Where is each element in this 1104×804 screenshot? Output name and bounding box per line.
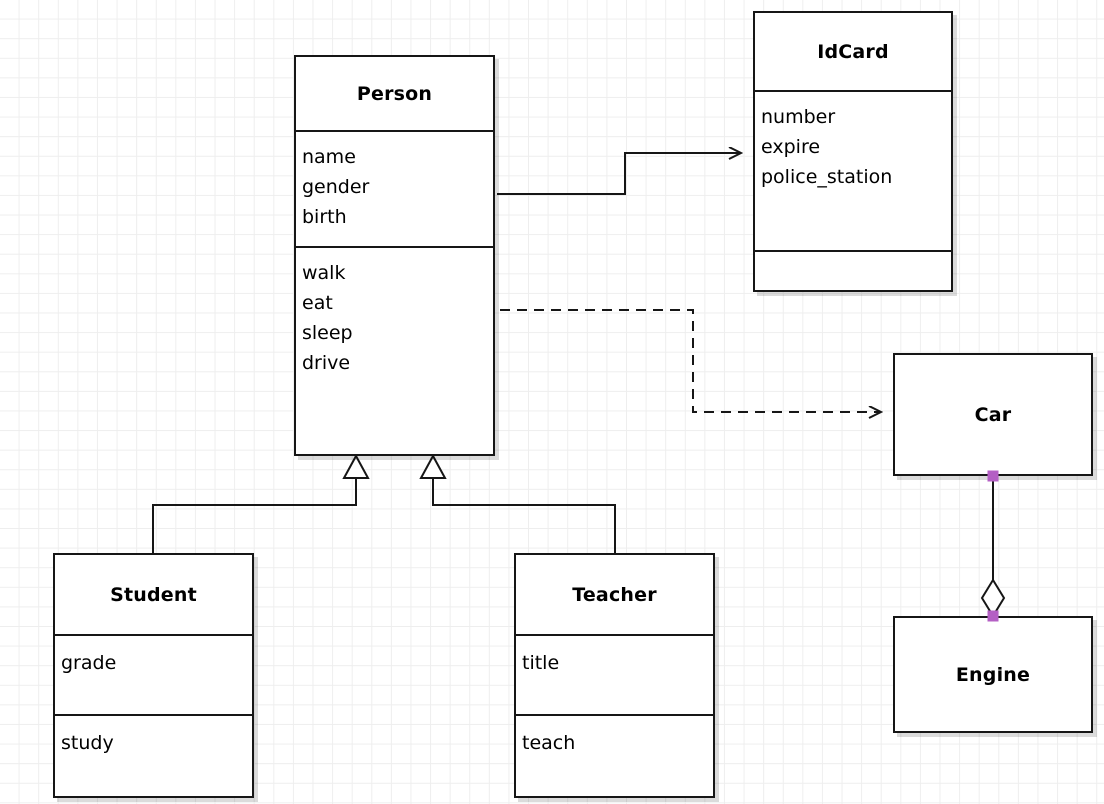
operation-item: drive [302,352,351,374]
class-box-car[interactable]: Car [893,353,1093,476]
attribute-item: birth [302,206,347,228]
class-name-car: Car [974,403,1012,426]
operation-compartment-teacher: teach [516,714,713,798]
class-name-student: Student [110,583,197,606]
attribute-compartment-student: grade [55,634,252,714]
operation-item: eat [302,292,333,314]
operation-item: teach [522,732,576,754]
class-name-engine: Engine [955,663,1031,686]
dependency-person-car[interactable] [500,309,881,412]
attribute-item: police_station [761,166,893,188]
attribute-item: grade [61,652,117,674]
connector-handle-engine[interactable] [987,610,999,622]
attribute-item: gender [302,176,370,198]
attribute-item: title [522,652,560,674]
class-box-student[interactable]: Student grade study [53,553,254,798]
operation-item: study [61,732,114,754]
connector-handle-car[interactable] [987,470,999,482]
aggregation-car-engine[interactable] [980,476,1006,618]
attribute-item: name [302,146,356,168]
operation-compartment-idcard [755,250,951,290]
association-person-idcard[interactable] [497,153,741,195]
attribute-compartment-person: name gender birth [296,130,493,246]
attribute-item: expire [761,136,821,158]
class-box-engine[interactable]: Engine [893,616,1093,733]
attribute-compartment-teacher: title [516,634,713,714]
class-name-idcard: IdCard [817,40,889,63]
class-box-teacher[interactable]: Teacher title teach [514,553,715,798]
attribute-compartment-idcard: number expire police_station [755,90,951,250]
class-name-person: Person [356,82,433,105]
class-box-idcard[interactable]: IdCard number expire police_station [753,11,953,292]
operation-compartment-person: walk eat sleep drive [296,246,493,456]
operation-compartment-student: study [55,714,252,798]
operation-item: sleep [302,322,353,344]
class-box-person[interactable]: Person name gender birth walk eat sleep … [294,55,495,456]
generalization-teacher-person[interactable] [419,453,616,553]
class-name-teacher: Teacher [572,583,657,606]
generalization-student-person[interactable] [152,453,370,553]
operation-item: walk [302,262,346,284]
attribute-item: number [761,106,836,128]
